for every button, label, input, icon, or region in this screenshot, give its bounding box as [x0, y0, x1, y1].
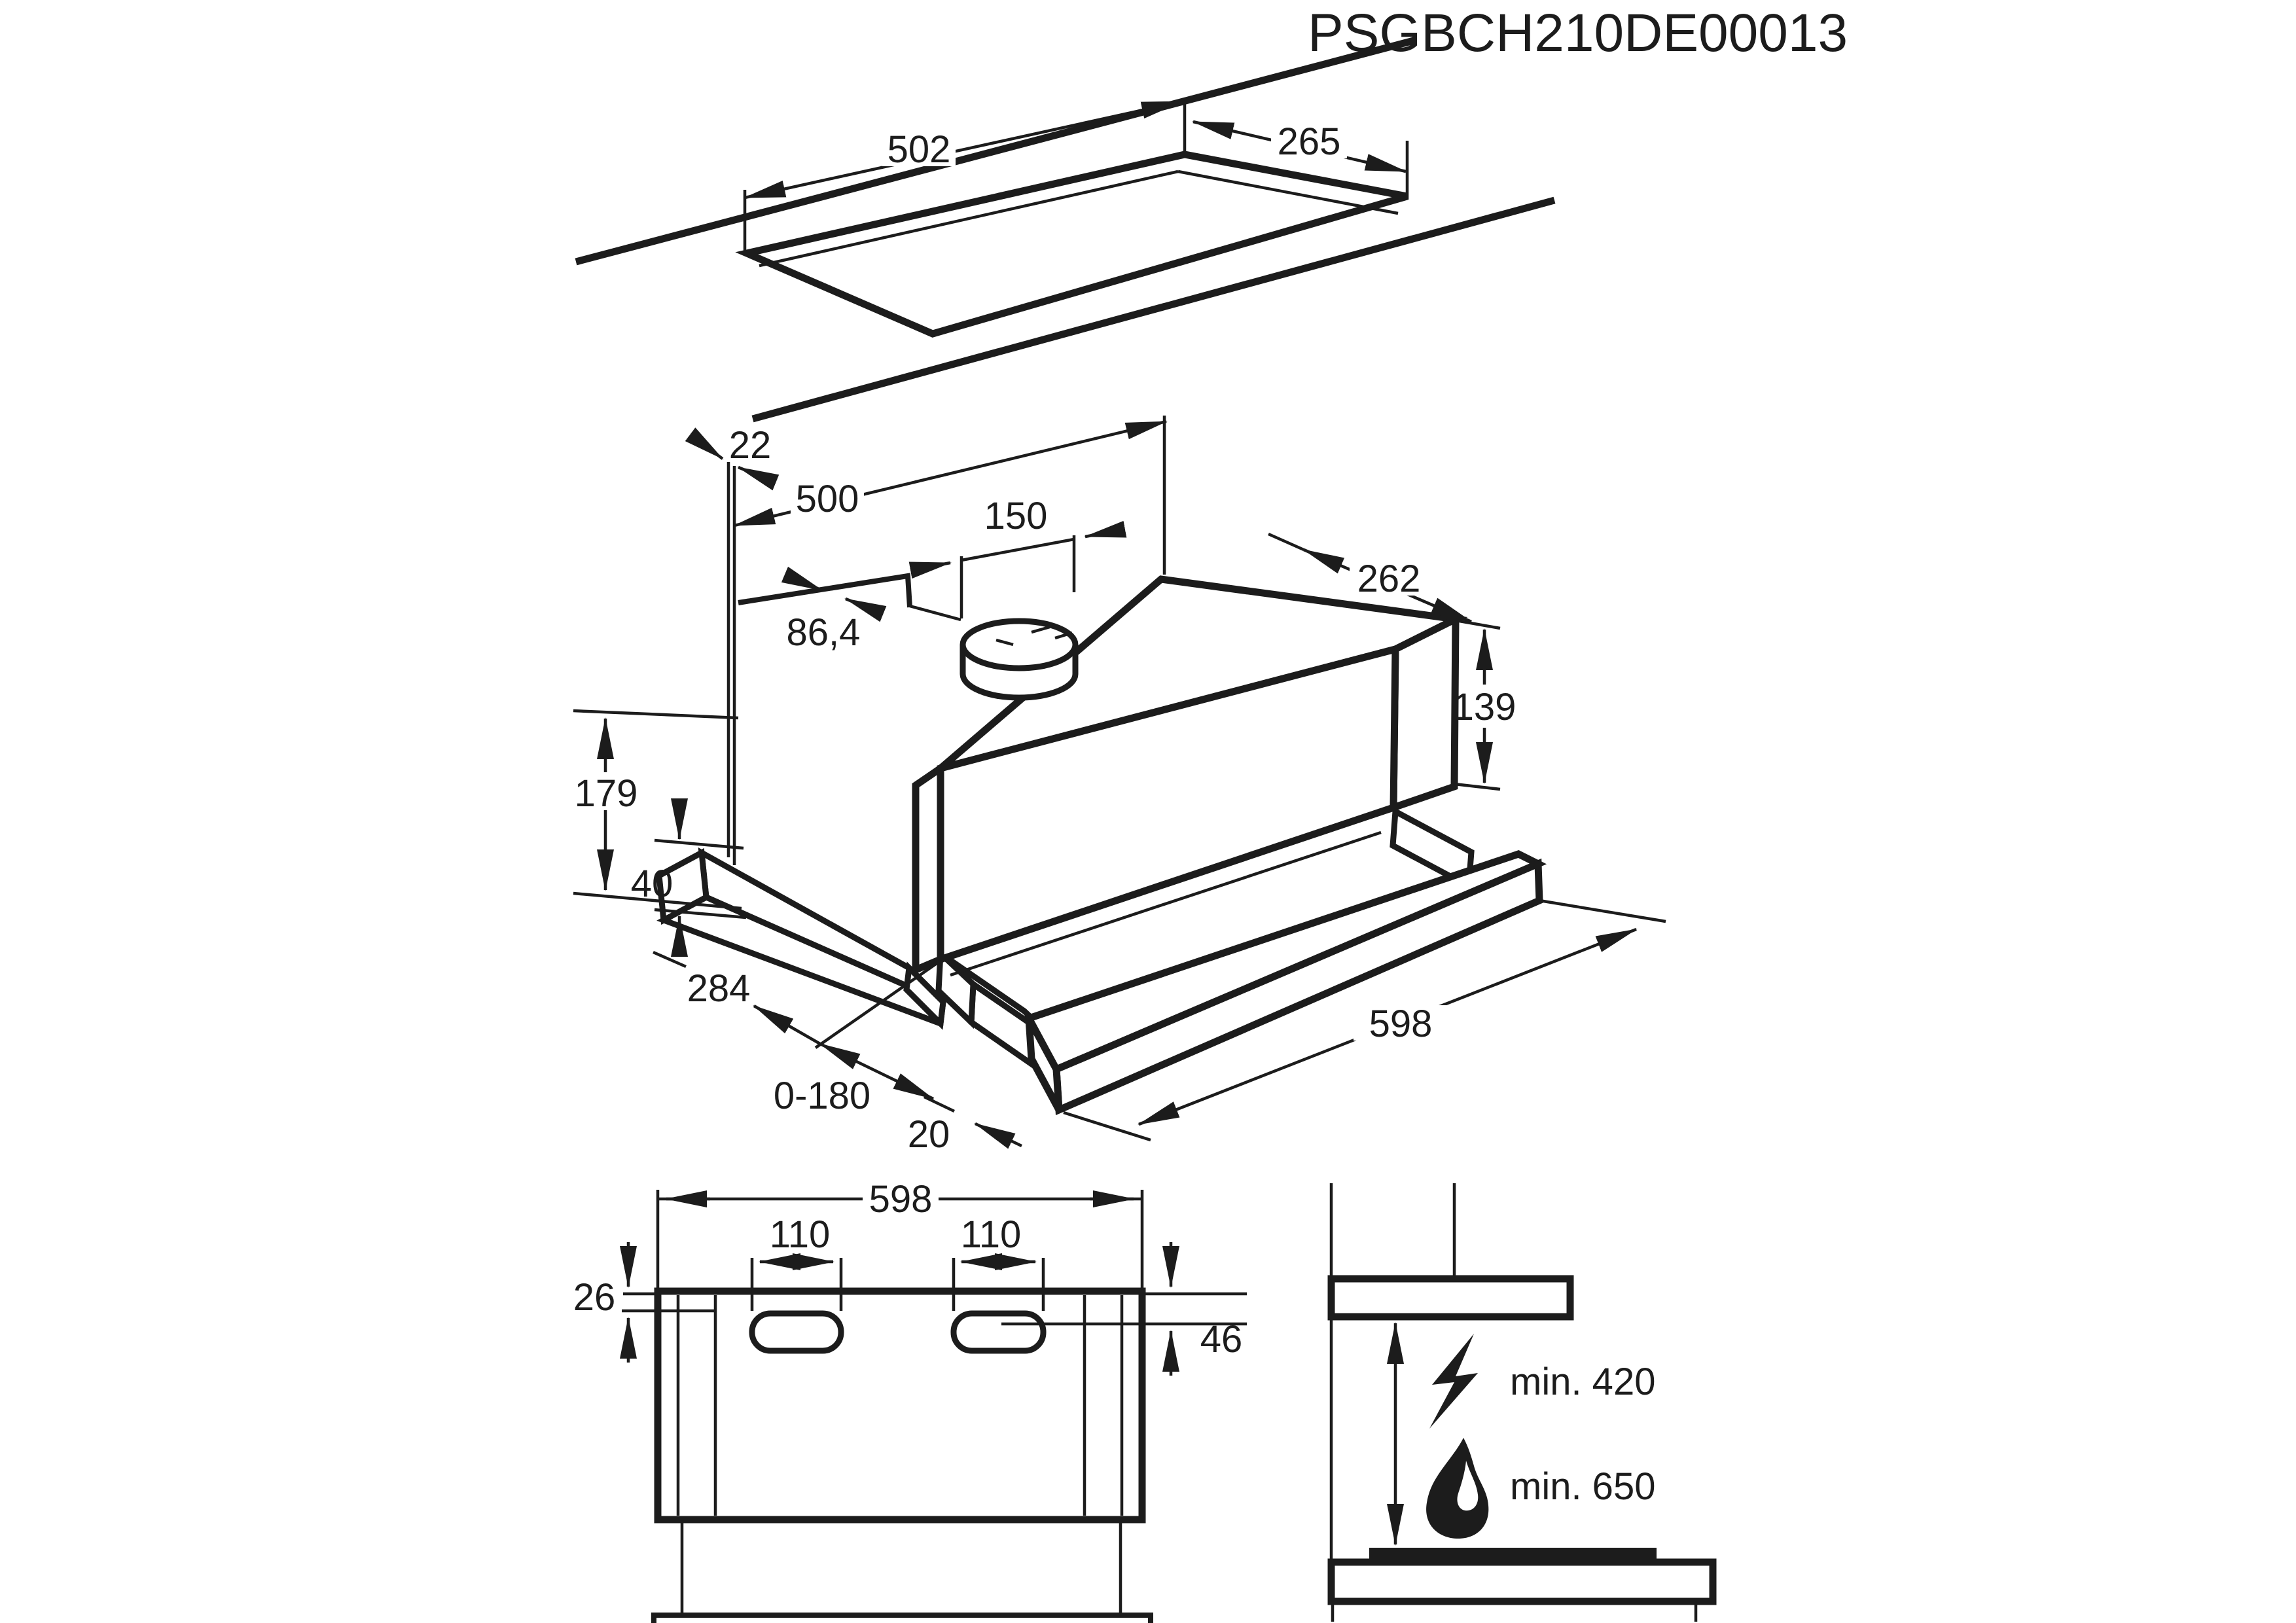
ext-line-front-width-left — [1063, 1111, 1151, 1142]
dim-front-width: 598 — [1369, 1003, 1433, 1045]
dim-body-depth: 262 — [1357, 558, 1421, 600]
dim-arrow-duct-left — [908, 561, 952, 579]
dim-overall-width: 598 — [869, 1178, 933, 1221]
front-panel-strip — [651, 1613, 1153, 1623]
lightning-icon — [1429, 1334, 1478, 1429]
dim-line-duct-diameter — [961, 537, 1075, 562]
label-bg — [791, 482, 864, 516]
hood-left-face — [912, 761, 944, 976]
label-bg — [863, 1182, 939, 1216]
flame-icon-inner — [1457, 1461, 1479, 1511]
hood-front-outline — [654, 1287, 1146, 1524]
label-bg — [882, 130, 956, 166]
duct-mark-3 — [996, 638, 1014, 647]
duct-mark-2 — [1054, 631, 1073, 640]
ext-line-bottom-height-top — [654, 838, 744, 850]
dim-arrow-duct-offset-b — [844, 597, 887, 622]
dim-slot-left-width: 110 — [770, 1213, 830, 1256]
drawing-code: PSGBCH210DE00013 — [1308, 3, 1848, 63]
electric-clearance-label: min. 420 — [1510, 1361, 1655, 1403]
counter-profile — [1327, 1558, 1717, 1605]
dim-cabinet-width: 500 — [796, 478, 859, 520]
dim-arrow-duct-offset-a — [781, 566, 823, 592]
dim-total-depth: 284 — [687, 967, 751, 1010]
dim-duct-diameter: 150 — [984, 495, 1048, 537]
ext-line-front-width-right — [1539, 899, 1666, 923]
dim-line-total-depth — [753, 1005, 821, 1045]
duct-reference-ext — [909, 604, 961, 622]
worktop-front-edge-line — [751, 196, 1556, 423]
ext-line-total-height-top — [573, 709, 739, 720]
dim-line-travel — [819, 1042, 935, 1101]
ext-line-bottom-height-bottom — [654, 908, 747, 919]
gas-clearance-label: min. 650 — [1510, 1465, 1655, 1508]
dim-cutout-width: 502 — [888, 128, 951, 171]
label-bg — [1271, 122, 1347, 158]
hood-bottom-sliver-line — [950, 830, 1382, 977]
label-bg — [1354, 1005, 1448, 1041]
ext-line-body-height-bottom — [1454, 782, 1501, 791]
dim-total-height: 179 — [575, 772, 638, 815]
side-view: min. 420 min. 650 — [1327, 1183, 1717, 1622]
dim-line-cutout-width — [744, 99, 1183, 200]
ext-line-total-depth — [653, 950, 687, 969]
duct-mark-1 — [1031, 625, 1050, 634]
cutout-inner-edge-left — [759, 169, 1179, 268]
hood-front-face — [937, 644, 1399, 965]
label-bg — [784, 613, 864, 649]
mounting-slot-right — [950, 1310, 1047, 1354]
ext-line-total-height-bottom — [573, 891, 742, 910]
front-view: 598 110 110 26 46 — [567, 1178, 1247, 1623]
dim-panel-thickness: 22 — [729, 424, 772, 467]
ext-line-travel-front — [814, 959, 942, 1049]
dim-telescopic-travel: 0-180 — [774, 1075, 870, 1117]
duct-outlet — [960, 618, 1079, 701]
perspective-view: 22 500 86,4 — [568, 416, 1666, 1156]
label-bg — [567, 1277, 622, 1314]
dim-arrow-duct-right — [1084, 520, 1127, 539]
hood-side-profile — [1327, 1275, 1574, 1321]
mounting-slot-left — [749, 1310, 844, 1354]
dim-front-lip: 20 — [908, 1113, 950, 1156]
dim-bottom-height: 40 — [631, 863, 673, 905]
dim-arrow-front-lip — [974, 1122, 1022, 1149]
ext-line-body-height-top — [1455, 618, 1501, 630]
dim-arrow-panel-thickness-right — [737, 465, 780, 491]
dim-top-offset: 26 — [573, 1276, 616, 1319]
ext-line-travel-rear — [924, 1095, 955, 1113]
dim-shaft-body-depth — [1268, 532, 1304, 552]
hood-right-face — [1390, 613, 1460, 813]
label-bg — [568, 772, 644, 810]
dim-body-height: 139 — [1453, 686, 1516, 728]
dim-cutout-depth: 265 — [1278, 120, 1341, 163]
drawer-left-cap — [1025, 1016, 1063, 1112]
drawer-rail-end-face — [935, 947, 977, 1029]
dim-slot-right-width: 110 — [961, 1213, 1021, 1256]
cutout-view: 502 265 — [575, 37, 1556, 423]
dim-slot-offset: 46 — [1200, 1318, 1243, 1361]
duct-cylinder-top — [960, 618, 1079, 671]
duct-reference-edge — [738, 573, 912, 608]
cutout-opening-outline — [735, 151, 1408, 338]
dim-arrow-panel-thickness-left — [685, 427, 724, 460]
flame-icon — [1426, 1438, 1489, 1539]
hood-body — [912, 575, 1468, 977]
dim-duct-offset: 86,4 — [787, 611, 861, 654]
label-bg — [1350, 560, 1428, 596]
cutout-inner-edge-right — [1177, 169, 1399, 215]
